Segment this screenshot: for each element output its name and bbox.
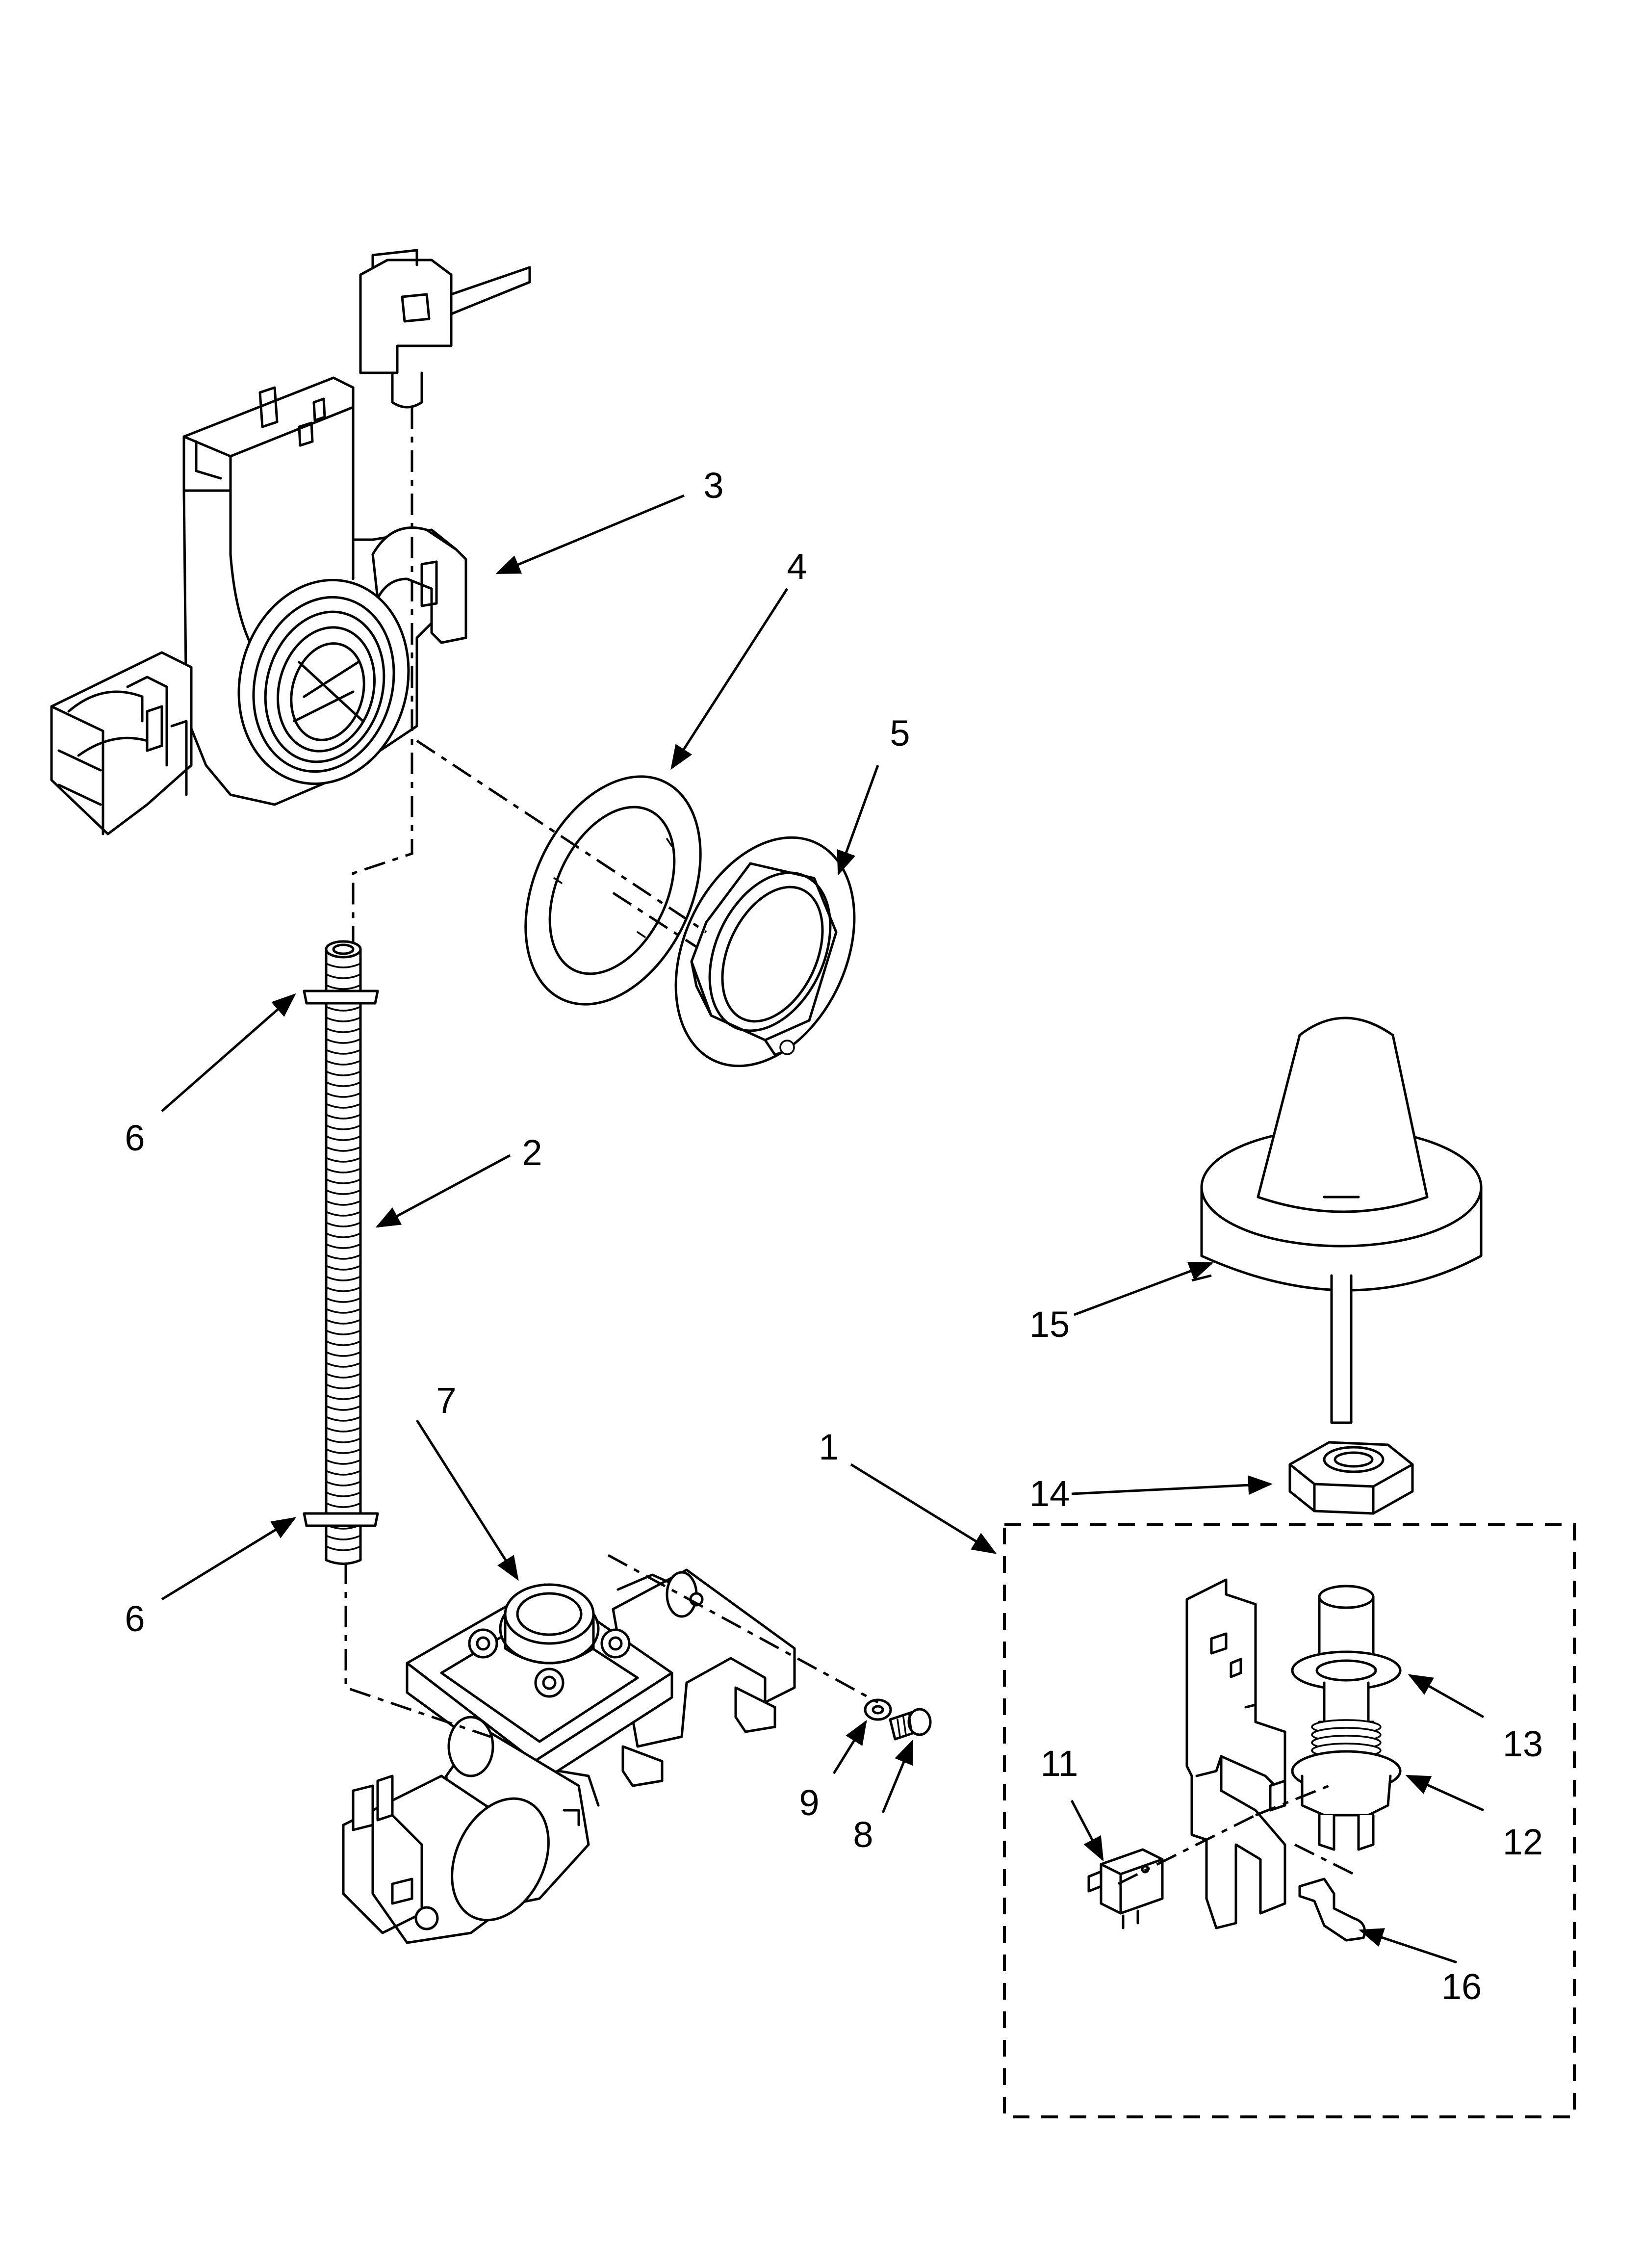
callout-3: 3 — [703, 465, 723, 506]
callout-8: 8 — [853, 1814, 873, 1855]
callout-5: 5 — [890, 713, 910, 754]
part-9-washer — [864, 1698, 892, 1721]
part-14-hex-nut — [1288, 1441, 1414, 1515]
part-2-hose — [303, 940, 379, 1565]
alignment-lines — [344, 407, 1355, 1885]
part-1-switch-bracket — [1185, 1578, 1286, 1929]
part-4-gasket — [524, 775, 702, 1006]
part-3-upper-housing — [50, 249, 531, 835]
leader-lines — [161, 494, 1485, 1964]
callout-6-upper: 6 — [125, 1118, 145, 1158]
callout-11: 11 — [1041, 1743, 1078, 1784]
callout-16: 16 — [1441, 1966, 1482, 2007]
callout-labels: 1 2 3 4 5 6 6 7 8 9 11 12 13 14 15 16 — [125, 465, 1543, 2007]
callout-7: 7 — [436, 1380, 456, 1421]
part-15-float — [1200, 1017, 1483, 1424]
part-8-screw — [889, 1708, 932, 1741]
callout-9: 9 — [799, 1782, 819, 1823]
part-13-shaft-washer — [1291, 1585, 1402, 1727]
part-12-spring — [1291, 1719, 1402, 1851]
part-5-nut — [674, 836, 856, 1068]
part-16-actuator-lever — [1298, 1877, 1366, 1942]
callout-13: 13 — [1503, 1723, 1543, 1764]
callout-2: 2 — [522, 1132, 542, 1173]
assembly-1-boundary — [1003, 1523, 1576, 2118]
part-7-valve-assembly — [342, 1568, 796, 1944]
part-11-micro-switch — [1087, 1848, 1164, 1929]
callout-15: 15 — [1029, 1304, 1070, 1345]
callout-4: 4 — [787, 546, 807, 587]
callout-12: 12 — [1503, 1822, 1543, 1862]
callout-6-lower: 6 — [125, 1598, 145, 1639]
callout-1: 1 — [819, 1427, 839, 1467]
callout-14: 14 — [1029, 1473, 1070, 1514]
